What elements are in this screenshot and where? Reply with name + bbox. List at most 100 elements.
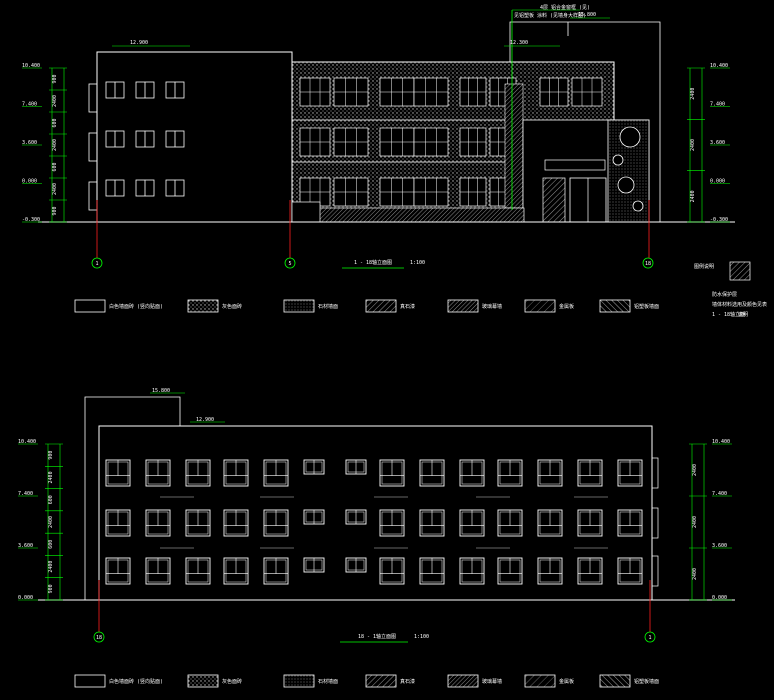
dimension-text: 2400 <box>690 139 696 151</box>
dimension-text: 600 <box>52 118 58 127</box>
roof-mid-level: 12.300 <box>510 40 528 46</box>
level-text: 10.400 <box>18 439 36 445</box>
legend-label: 白色墙面砖 (竖向贴面) <box>109 678 163 685</box>
axis-bubble-18: 18 <box>645 261 651 267</box>
legend-swatch <box>599 299 631 313</box>
level-text: 0.000 <box>22 179 37 185</box>
upper-scale: 1:100 <box>410 260 425 266</box>
roof-left-level: 12.900 <box>130 40 148 46</box>
level-text: 0.000 <box>710 179 725 185</box>
level-text: 7.400 <box>18 491 33 497</box>
side-note-line4: 说明 <box>738 311 748 318</box>
lower-windows <box>105 457 659 587</box>
legend-swatch <box>447 299 479 313</box>
side-door <box>291 201 321 223</box>
side-note-line2: 墙体材料选用及颜色见表 <box>712 301 767 308</box>
axis-bubble-1: 1 <box>95 261 98 267</box>
legend-swatch <box>74 674 106 688</box>
dimension-text: 600 <box>48 495 54 504</box>
dimension-text: 2400 <box>48 561 54 573</box>
dimension-text: 2400 <box>48 516 54 528</box>
legend-label: 玻璃幕墙 <box>482 678 502 685</box>
legend-label: 金属板 <box>559 303 574 310</box>
lower-right-dimension-chain: 2400 2400 2400 10.400 7.400 3.600 0.000 <box>689 439 732 601</box>
legend-label: 铝塑板墙面 <box>634 303 659 310</box>
level-text: 0.000 <box>712 595 727 601</box>
dimension-text: 2400 <box>692 516 698 528</box>
dimension-text: 900 <box>48 584 54 593</box>
legend-label: 真石漆 <box>400 678 415 685</box>
dimension-text: 2400 <box>48 471 54 483</box>
legend-swatch <box>524 299 556 313</box>
dimension-text: 2400 <box>690 88 696 100</box>
lower-material-legend: 白色墙面砖 (竖向贴面) 灰色面砖 石材墙面 真石漆 玻璃幕墙 金属板 铝塑板墙面 <box>74 674 659 688</box>
level-text: 3.600 <box>712 543 727 549</box>
legend-swatch <box>524 674 556 688</box>
level-text: 10.400 <box>22 63 40 69</box>
level-text: 10.400 <box>712 439 730 445</box>
legend-label: 铝塑板墙面 <box>634 678 659 685</box>
legend-swatch <box>283 299 315 313</box>
legend-label: 灰色面砖 <box>222 303 242 310</box>
callout-2: 见铝塑板 涂料 (见墙身大样图) <box>514 12 586 19</box>
side-note: 图例说明 防水保护层 墙体材料选用及颜色见表 1 - 18轴立面 说明 <box>694 261 767 318</box>
dimension-text: 2400 <box>692 464 698 476</box>
round-windows <box>612 126 644 212</box>
legend-swatch <box>187 674 219 688</box>
lower-top-level: 15.800 <box>152 388 170 394</box>
legend-swatch <box>365 299 397 313</box>
right-dimension-chain: 2400 2400 2400 10.400 7.400 3.600 0.000 -0.300 <box>687 63 730 223</box>
axis-bubble-18-lower: 18 <box>96 635 102 641</box>
level-text: 3.600 <box>710 140 725 146</box>
lower-title: 18 - 1轴立面图 <box>358 633 396 640</box>
dimension-text: 2400 <box>690 190 696 202</box>
level-text: 7.400 <box>712 491 727 497</box>
dimension-text: 600 <box>48 540 54 549</box>
level-text: 0.000 <box>18 595 33 601</box>
upper-material-legend: 白色墙面砖 (竖向贴面)灰色面砖石材墙面真石漆玻璃幕墙金属板铝塑板墙面 <box>74 299 659 313</box>
dimension-text: 900 <box>52 74 58 83</box>
level-text: 10.400 <box>710 63 728 69</box>
dimension-text: 2400 <box>692 568 698 580</box>
level-text: 3.600 <box>22 140 37 146</box>
side-note-line1: 防水保护层 <box>712 291 737 298</box>
level-text: 7.400 <box>710 102 725 108</box>
side-note-label: 图例说明 <box>694 263 714 270</box>
upper-title: 1 - 18轴立面图 <box>354 259 392 266</box>
legend-label: 金属板 <box>559 678 574 685</box>
dimension-text: 900 <box>48 451 54 460</box>
left-volume-outline <box>96 51 293 223</box>
legend-swatch <box>283 674 315 688</box>
legend-swatch <box>187 299 219 313</box>
lower-left-dimension-chain: 90024006002400600240090010.4007.4003.600… <box>18 439 63 601</box>
level-text: -0.300 <box>22 217 40 223</box>
dimension-text: 2400 <box>52 95 58 107</box>
dimension-text: 2400 <box>52 139 58 151</box>
stair-tower-outline-lower <box>84 396 181 600</box>
level-text: -0.300 <box>710 217 728 223</box>
legend-label: 玻璃幕墙 <box>482 303 502 310</box>
plinth-band <box>291 207 525 223</box>
left-volume-windows <box>88 81 185 211</box>
entrance-canopy <box>544 159 606 171</box>
lower-elevation: 15.800 12.900 18 1 18 - 1轴立面图 1:100 900 2… <box>18 388 735 643</box>
upper-elevation: 4层 铝合金窗框 (见) 见铝塑板 涂料 (见墙身大样图) 12.900 12.… <box>22 4 735 269</box>
legend-swatch <box>365 674 397 688</box>
legend-label: 真石漆 <box>400 303 415 310</box>
axis-bubble-1-lower: 1 <box>648 635 651 641</box>
dimension-text: 600 <box>52 162 58 171</box>
lower-roof-level: 12.900 <box>196 417 214 423</box>
legend-label: 石材墙面 <box>318 303 338 310</box>
legend-label: 灰色面砖 <box>222 678 242 685</box>
left-dimension-chain: 90024006002400600240090010.4007.4003.600… <box>22 63 67 223</box>
level-text: 7.400 <box>22 102 37 108</box>
lower-volume-outline <box>98 425 653 601</box>
lower-scale: 1:100 <box>414 634 429 640</box>
legend-swatch <box>74 299 106 313</box>
callout-1: 4层 铝合金窗框 (见) <box>540 4 590 11</box>
dimension-text: 2400 <box>52 183 58 195</box>
legend-label: 石材墙面 <box>318 678 338 685</box>
axis-bubble-5: 5 <box>288 261 291 267</box>
legend-swatch <box>447 674 479 688</box>
